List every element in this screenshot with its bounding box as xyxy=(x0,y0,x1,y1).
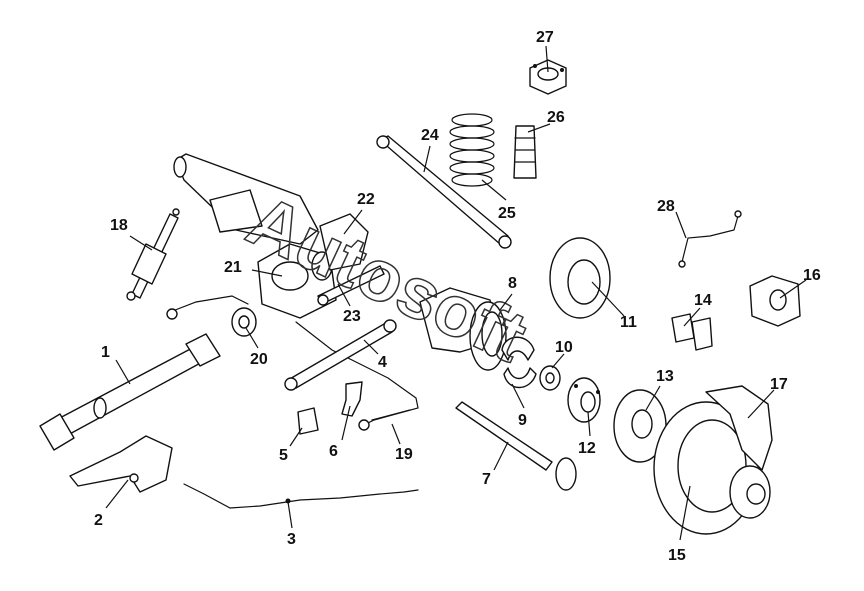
callout-19: 19 xyxy=(395,446,413,463)
part-16-caliper xyxy=(749,275,801,327)
part-22-cover xyxy=(319,213,369,271)
part-5-bushing xyxy=(297,407,319,435)
callout-5: 5 xyxy=(279,447,288,464)
part-20-flange xyxy=(231,307,257,337)
part-25-coil-spring xyxy=(449,113,495,187)
callout-2: 2 xyxy=(94,512,103,529)
callout-4: 4 xyxy=(378,354,387,371)
callout-22: 22 xyxy=(357,191,375,208)
callout-labels: 1 2 3 4 5 6 7 8 9 10 11 12 13 14 15 16 1… xyxy=(94,29,821,564)
callout-26: 26 xyxy=(547,109,565,126)
part-3-cable xyxy=(183,483,419,509)
part-1-propeller-shaft xyxy=(39,333,221,451)
part-6-clamp xyxy=(341,381,363,417)
axle-housing xyxy=(173,153,319,245)
callout-20: 20 xyxy=(250,351,268,368)
callout-3: 3 xyxy=(287,531,296,548)
part-18-shock-absorber xyxy=(126,208,180,301)
callout-21: 21 xyxy=(224,259,242,276)
part-23-link xyxy=(317,265,385,306)
part-8-seal xyxy=(469,301,507,371)
callout-23: 23 xyxy=(343,308,361,325)
part-4-lower-arm xyxy=(284,319,397,391)
part-21-differential xyxy=(257,243,337,319)
callout-7: 7 xyxy=(482,471,491,488)
callout-11: 11 xyxy=(620,314,637,331)
stabilizer-bar xyxy=(166,295,419,431)
part-7-axle-shaft xyxy=(455,401,577,491)
callout-25: 25 xyxy=(498,205,516,222)
callout-8: 8 xyxy=(508,275,517,292)
part-28-brake-hose xyxy=(678,210,742,268)
part-17-dust-shield xyxy=(705,385,773,471)
callout-28: 28 xyxy=(657,198,675,215)
part-26-bump-stop xyxy=(513,125,537,179)
part-24-upper-arm xyxy=(376,135,512,249)
part-12-hub xyxy=(567,377,601,423)
callout-17: 17 xyxy=(770,376,788,393)
leader-lines xyxy=(105,45,807,541)
part-11-backing-plate xyxy=(549,237,611,319)
part-15-brake-drum xyxy=(653,401,771,535)
part-14-brake-pads xyxy=(671,313,713,351)
part-2-bracket xyxy=(69,435,173,493)
callout-14: 14 xyxy=(694,292,712,309)
part-19-link xyxy=(371,409,411,421)
callout-9: 9 xyxy=(518,412,527,429)
callout-15: 15 xyxy=(668,547,686,564)
part-10-bearing xyxy=(539,365,561,391)
part-9-brake-shoes xyxy=(501,336,537,389)
callout-18: 18 xyxy=(110,217,128,234)
callout-16: 16 xyxy=(803,267,821,284)
callout-12: 12 xyxy=(578,440,596,457)
callout-6: 6 xyxy=(329,443,338,460)
callout-10: 10 xyxy=(555,339,573,356)
callout-13: 13 xyxy=(656,368,674,385)
callout-1: 1 xyxy=(101,344,110,361)
callout-27: 27 xyxy=(536,29,554,46)
callout-24: 24 xyxy=(421,127,439,144)
